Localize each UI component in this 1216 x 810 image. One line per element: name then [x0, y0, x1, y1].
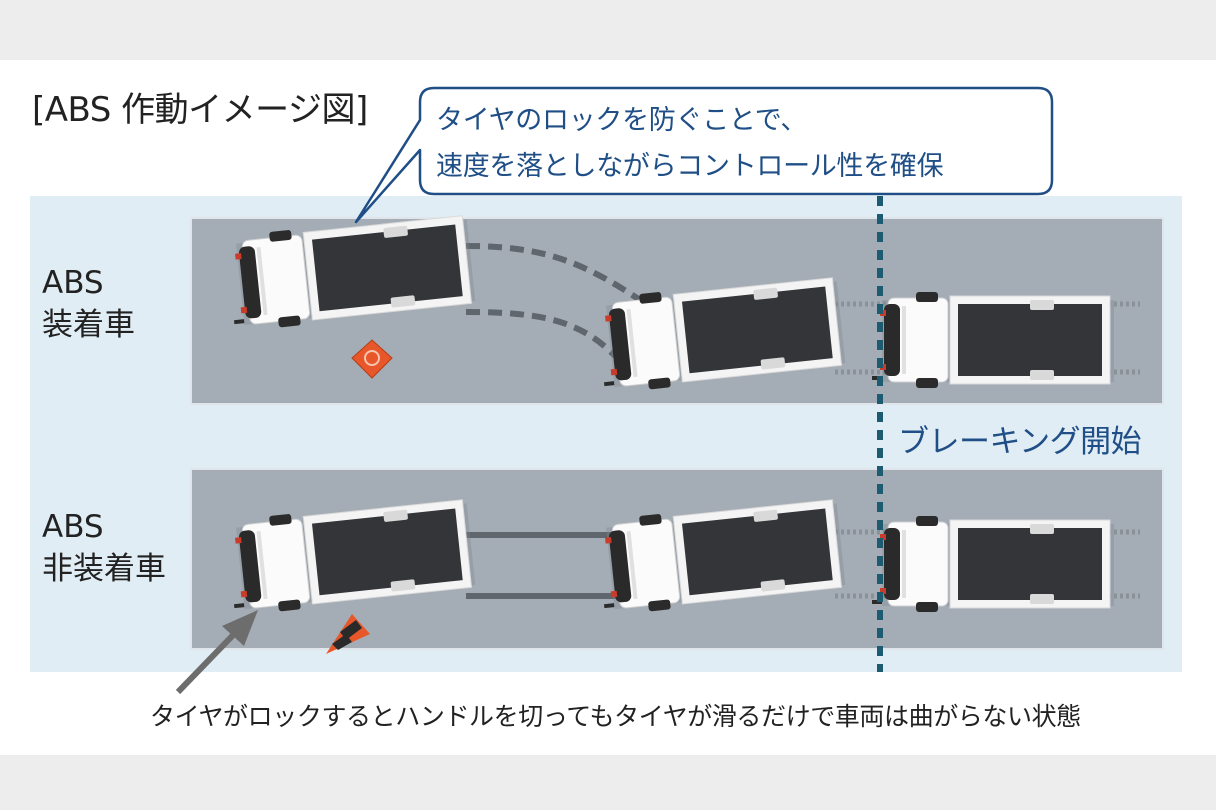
tire-mark	[466, 532, 616, 538]
row-label-non-abs: ABS 非装着車	[42, 506, 166, 590]
truck-icon	[871, 515, 1115, 613]
tire-mark	[465, 309, 618, 359]
row-label-line: 装着車	[42, 307, 135, 343]
tire-mark	[466, 593, 616, 599]
callout-line-2: 速度を落としながらコントロール性を確保	[436, 151, 944, 182]
row-label-line: ABS	[42, 265, 104, 301]
warning-sign-icon	[351, 339, 393, 379]
row-label-line: 非装着車	[42, 551, 166, 587]
callout-line-1: タイヤのロックを防ぐことで、	[436, 105, 808, 136]
braking-start-label: ブレーキング開始	[898, 424, 1142, 460]
arrow-icon	[175, 610, 258, 695]
row-label-line: ABS	[42, 509, 104, 545]
traffic-cone-icon	[326, 614, 370, 654]
truck-icon	[871, 291, 1115, 389]
row-label-abs: ABS 装着車	[42, 262, 135, 346]
diagram-title: [ABS 作動イメージ図]	[32, 90, 368, 130]
tire-mark	[465, 243, 642, 303]
diagram-caption: タイヤがロックするとハンドルを切ってもタイヤが滑るだけで車両は曲がらない状態	[150, 702, 1081, 731]
callout-bubble	[354, 86, 1054, 224]
